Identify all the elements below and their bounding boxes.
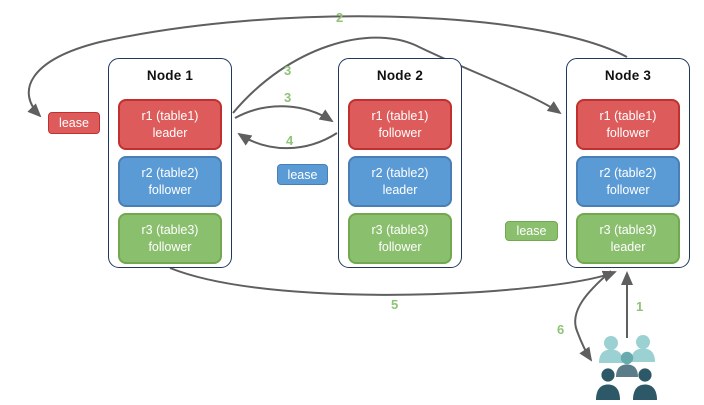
replica-name: r1 (table1)	[599, 109, 657, 123]
lease-badge-blue: lease	[277, 164, 328, 185]
replica-name: r3 (table3)	[599, 223, 657, 237]
node-3-replica-r3: r3 (table3) leader	[576, 213, 680, 264]
replica-role: follower	[606, 182, 650, 197]
replica-name: r3 (table3)	[141, 223, 199, 237]
user-light-right	[631, 335, 655, 362]
node-1-title: Node 1	[146, 68, 194, 83]
step-label-6: 6	[557, 322, 565, 337]
node-1-box: Node 1 r1 (table1) leader r2 (table2) fo…	[108, 58, 232, 268]
node-2-title: Node 2	[376, 68, 424, 83]
step-label-3a: 3	[284, 63, 292, 78]
node-3-replica-r2: r2 (table2) follower	[576, 156, 680, 207]
replica-name: r3 (table3)	[371, 223, 429, 237]
replica-role: follower	[606, 125, 650, 140]
arrow-5-node1-to-node3	[169, 267, 617, 296]
node-1-replica-r3: r3 (table3) follower	[118, 213, 222, 264]
node-1-replica-r2: r2 (table2) follower	[118, 156, 222, 207]
node-3-title: Node 3	[604, 68, 652, 83]
replica-name: r2 (table2)	[371, 166, 429, 180]
user-dark-right	[633, 368, 657, 400]
node-2-replica-r3: r3 (table3) follower	[348, 213, 452, 264]
replica-name: r2 (table2)	[141, 166, 199, 180]
user-center-body	[616, 364, 638, 377]
replica-role: follower	[148, 239, 192, 254]
replica-name: r1 (table1)	[371, 109, 429, 123]
replica-role: leader	[382, 182, 418, 197]
replica-role: follower	[378, 125, 422, 140]
lease-badge-red: lease	[48, 112, 100, 134]
node-1-replica-r1: r1 (table1) leader	[118, 99, 222, 150]
replica-role: leader	[610, 239, 646, 254]
node-2-replica-r2: r2 (table2) leader	[348, 156, 452, 207]
node-2-box: Node 2 r1 (table1) follower r2 (table2) …	[338, 58, 462, 268]
step-label-1: 1	[636, 299, 644, 314]
replica-name: r2 (table2)	[599, 166, 657, 180]
node-3-box: Node 3 r1 (table1) follower r2 (table2) …	[566, 58, 690, 268]
step-label-5: 5	[391, 297, 399, 312]
node-2-replica-r1: r1 (table1) follower	[348, 99, 452, 150]
lease-badge-green: lease	[505, 221, 558, 241]
step-label-2: 2	[336, 10, 344, 25]
arrow-3-leader-to-node2-follower	[234, 105, 334, 123]
replica-role: follower	[378, 239, 422, 254]
replica-role: follower	[148, 182, 192, 197]
replica-name: r1 (table1)	[141, 109, 199, 123]
replica-role: leader	[152, 125, 188, 140]
users-icon	[596, 335, 657, 400]
step-label-3b: 3	[284, 90, 292, 105]
user-light-left	[599, 336, 623, 363]
user-center-head	[620, 351, 634, 365]
user-dark-left	[596, 368, 620, 400]
node-3-replica-r1: r1 (table1) follower	[576, 99, 680, 150]
step-label-4: 4	[286, 133, 294, 148]
